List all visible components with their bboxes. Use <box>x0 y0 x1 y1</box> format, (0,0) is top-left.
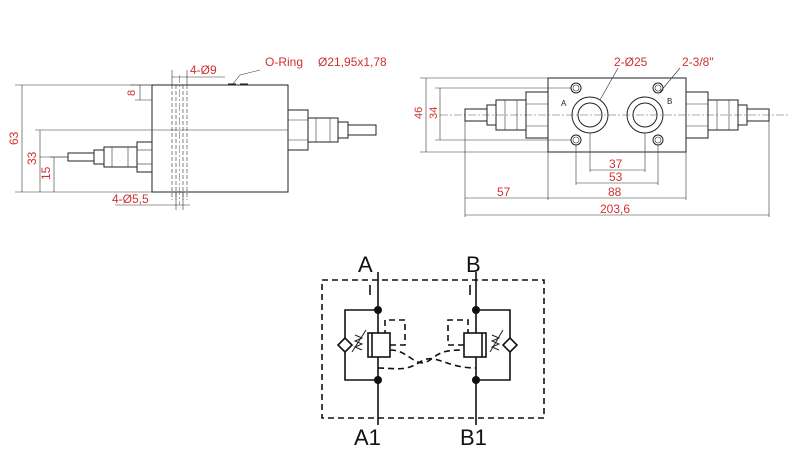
front-view <box>420 67 790 217</box>
front-dim-46: 46 <box>413 107 425 119</box>
front-dim-37: 37 <box>609 157 623 171</box>
front-dim-34: 34 <box>428 107 440 119</box>
side-oring-size-label: Ø21,95x1,78 <box>318 55 387 69</box>
front-ports-dia-label: 2-Ø25 <box>614 55 648 69</box>
front-dim-57: 57 <box>497 185 511 199</box>
side-dim-33: 33 <box>25 151 39 165</box>
side-dim-8: 8 <box>126 90 138 96</box>
side-oring-label: O-Ring <box>265 55 303 69</box>
schematic-port-b: B <box>466 252 481 277</box>
side-dim-15: 15 <box>39 166 53 180</box>
hydraulic-schematic <box>321 272 545 425</box>
front-dim-88: 88 <box>608 185 622 199</box>
front-port-a-label: A <box>561 99 567 108</box>
side-dim-63: 63 <box>7 131 21 145</box>
schematic-port-a: A <box>358 252 373 277</box>
front-port-b-label: B <box>667 97 672 106</box>
side-bolt-holes-bottom-label: 4-Ø5,5 <box>112 192 149 206</box>
front-thread-label: 2-3/8" <box>682 55 714 69</box>
schematic-enclosure <box>321 279 545 419</box>
schematic-port-b1: B1 <box>460 425 487 450</box>
side-view <box>15 69 377 210</box>
side-bolt-holes-top-label: 4-Ø9 <box>190 63 217 77</box>
schematic-port-a1: A1 <box>354 425 381 450</box>
front-dim-203: 203,6 <box>600 202 630 216</box>
side-body <box>151 84 289 193</box>
front-dim-53: 53 <box>609 170 623 184</box>
